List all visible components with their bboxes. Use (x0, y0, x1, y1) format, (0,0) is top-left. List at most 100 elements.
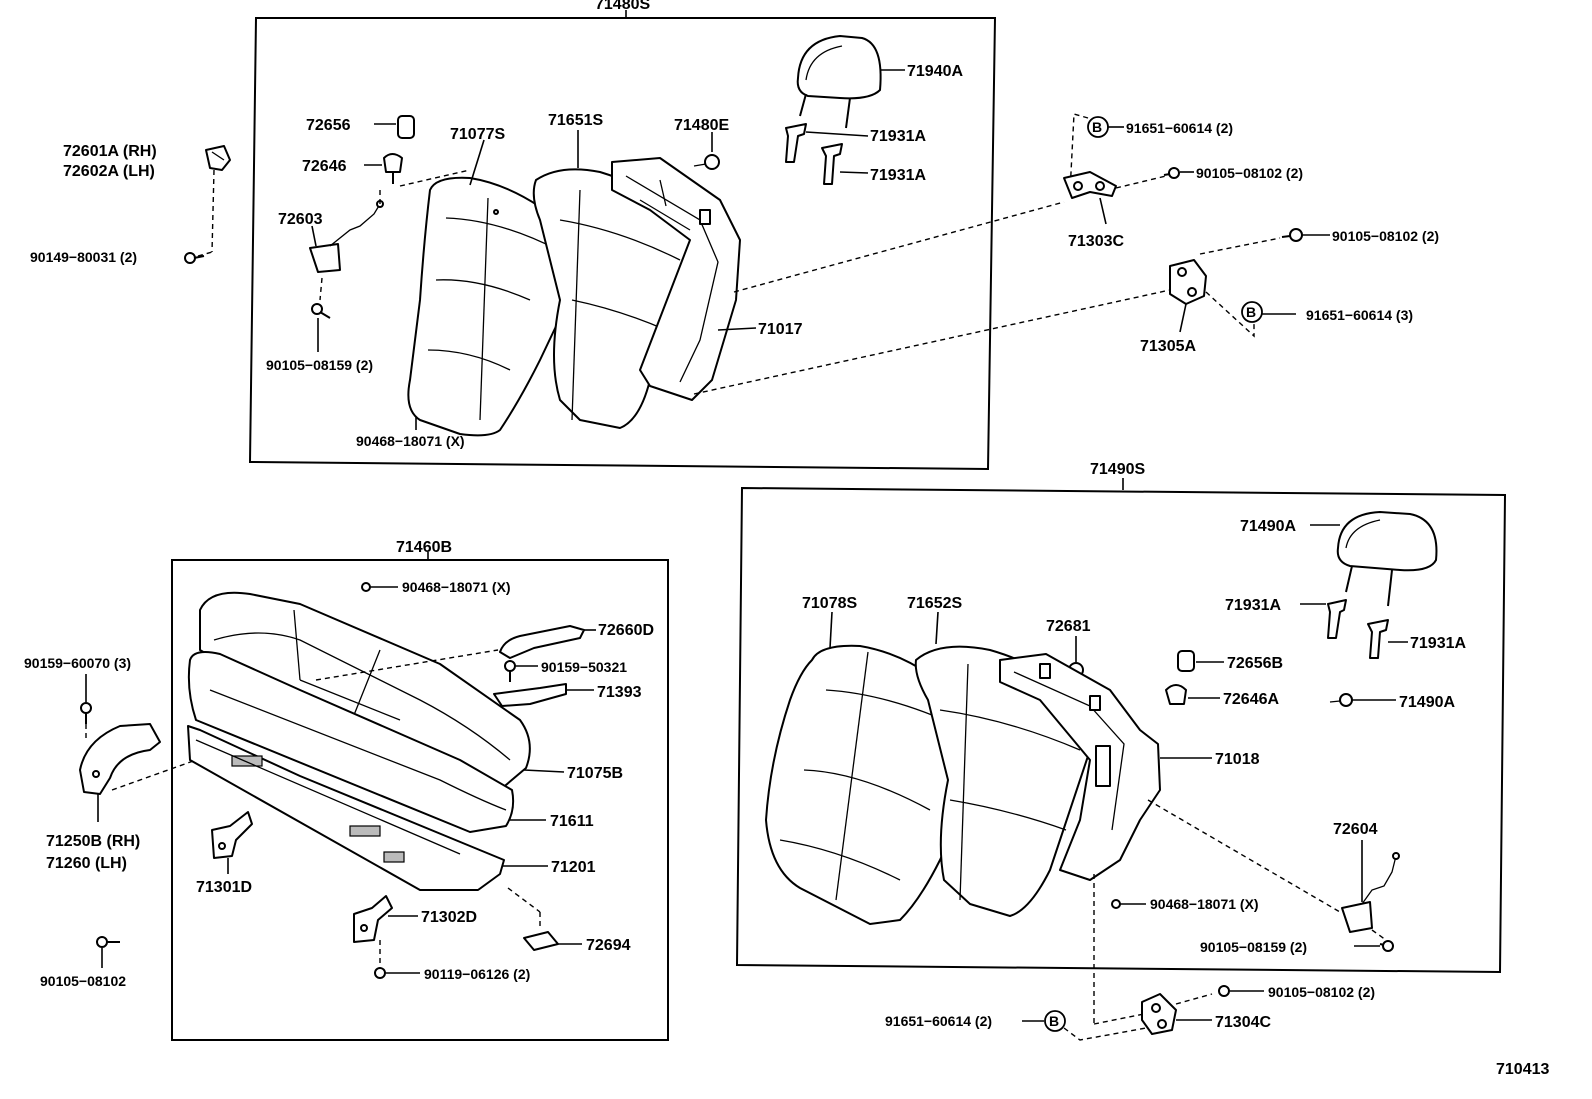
label-91651-60614-c: 91651−60614 (2) (885, 1013, 992, 1029)
label-90105-08102-d: 90105−08102 (2) (1268, 984, 1375, 1000)
bracket-71301d (211, 811, 253, 859)
cap-72656 (397, 115, 415, 139)
label-71490a-2: 71490A (1399, 694, 1455, 711)
hinge-71305a (1169, 259, 1207, 305)
label-72681: 72681 (1046, 618, 1091, 635)
label-72656: 72656 (306, 117, 351, 134)
group-label-71460b: 71460B (396, 539, 452, 556)
knob-72646 (383, 153, 403, 184)
seatback-frame-71017 (611, 157, 741, 401)
label-71075b: 71075B (567, 765, 623, 782)
label-71077s: 71077S (450, 126, 505, 143)
label-71931a-3: 71931A (1225, 597, 1281, 614)
group-label-71480s: 71480S (595, 0, 650, 13)
label-71305a: 71305A (1140, 338, 1196, 355)
cap-72656b (1177, 650, 1195, 672)
bolt-90119-06126 (374, 967, 386, 979)
seatback-cover-71077s (407, 176, 582, 437)
strap-71393 (493, 683, 567, 707)
marker-b-3 (1044, 1010, 1066, 1032)
seat-cushion-group: 71460B (171, 539, 669, 1041)
label-91651-60614-a: 91651−60614 (2) (1126, 120, 1233, 136)
bolt-90105-08159-1 (311, 303, 331, 319)
marker-b-2 (1241, 301, 1263, 323)
clip-71490a (1329, 693, 1353, 707)
label-71017: 71017 (758, 321, 803, 338)
label-72604: 72604 (1333, 821, 1378, 838)
seatback-frame-71018 (999, 653, 1161, 881)
bolt-90105-08102-d (1218, 985, 1230, 997)
bolt-90105-08102-c (96, 936, 120, 948)
label-72603: 72603 (278, 211, 323, 228)
label-71931a-2: 71931A (870, 167, 926, 184)
label-71611: 71611 (550, 813, 594, 830)
marker-b-3-text: B (1049, 1013, 1059, 1029)
label-71931a-1: 71931A (870, 128, 926, 145)
label-90105-08159-2: 90105−08159 (2) (1200, 939, 1307, 955)
label-71490a-1: 71490A (1240, 518, 1296, 535)
seatback-pad-71652s (914, 645, 1091, 917)
lock-72604 (1341, 852, 1400, 933)
label-91651-60614-b: 91651−60614 (3) (1306, 307, 1413, 323)
rear-seatback-group: 71490S (735, 461, 1507, 974)
seat-cushion-frame (171, 559, 669, 1041)
label-71018: 71018 (1215, 751, 1260, 768)
cushion-cover-71075b (199, 591, 531, 793)
cushion-frame-71201 (187, 725, 505, 891)
label-90149-80031: 90149−80031 (2) (30, 249, 137, 265)
label-71652s: 71652S (907, 595, 962, 612)
bolt-90159-50321 (504, 660, 516, 682)
label-72646: 72646 (302, 158, 347, 175)
label-71201: 71201 (551, 859, 596, 876)
label-90105-08102-c: 90105−08102 (40, 973, 126, 989)
label-90105-08159-1: 90105−08159 (2) (266, 357, 373, 373)
headrest-guide-71931a (785, 123, 843, 185)
label-71931a-4: 71931A (1410, 635, 1466, 652)
marker-b-2-text: B (1246, 304, 1256, 320)
rear-seatback-frame (735, 486, 1507, 974)
front-seatback-group: 71480S (248, 0, 997, 471)
label-71480e: 71480E (674, 117, 729, 134)
label-90105-08102-a: 90105−08102 (2) (1196, 165, 1303, 181)
label-72602a: 72602A (LH) (63, 163, 155, 180)
label-71303c: 71303C (1068, 233, 1124, 250)
bracket-72601a (205, 145, 231, 171)
headrest-guide-71931a-rear (1327, 599, 1389, 659)
label-72660d: 72660D (598, 622, 654, 639)
bracket-71302d (353, 895, 393, 943)
lock-72603 (309, 200, 384, 273)
bolt-90105-08102-b (1281, 228, 1303, 242)
label-71304c: 71304C (1215, 1014, 1271, 1031)
hinge-71304c (1141, 993, 1177, 1035)
label-71393: 71393 (597, 684, 642, 701)
label-72646a: 72646A (1223, 691, 1279, 708)
label-71651s: 71651S (548, 112, 603, 129)
label-90468-18071-2: 90468−18071 (X) (402, 579, 511, 595)
diagram-code: 710413 (1496, 1061, 1549, 1078)
label-90159-60070: 90159−60070 (3) (24, 655, 131, 671)
label-90105-08102-b: 90105−08102 (2) (1332, 228, 1439, 244)
front-seatback-frame (248, 17, 997, 471)
knob-72646a (1165, 684, 1187, 705)
label-71940a: 71940A (907, 63, 963, 80)
cover-72694 (523, 931, 559, 951)
clip-71480e (693, 154, 720, 170)
label-71301d: 71301D (196, 879, 252, 896)
bolt-90149-80031 (184, 252, 205, 264)
bolt-90159-60070 (80, 702, 92, 724)
label-71250b: 71250B (RH) (46, 833, 140, 850)
label-90159-50321: 90159−50321 (541, 659, 627, 675)
group-label-71490s: 71490S (1090, 461, 1145, 478)
headrest-71940a (796, 35, 882, 129)
label-72694: 72694 (586, 937, 631, 954)
marker-b-1-text: B (1092, 119, 1102, 135)
headrest-71490a (1336, 511, 1438, 607)
label-71078s: 71078S (802, 595, 857, 612)
label-90119-06126: 90119−06126 (2) (424, 966, 530, 982)
strap-72660d (499, 625, 585, 659)
label-71260: 71260 (LH) (46, 855, 127, 872)
bolt-90105-08102-a (1163, 167, 1180, 179)
label-72601a: 72601A (RH) (63, 143, 157, 160)
label-90468-18071-1: 90468−18071 (X) (356, 433, 465, 449)
cushion-pad-71611 (187, 651, 515, 833)
